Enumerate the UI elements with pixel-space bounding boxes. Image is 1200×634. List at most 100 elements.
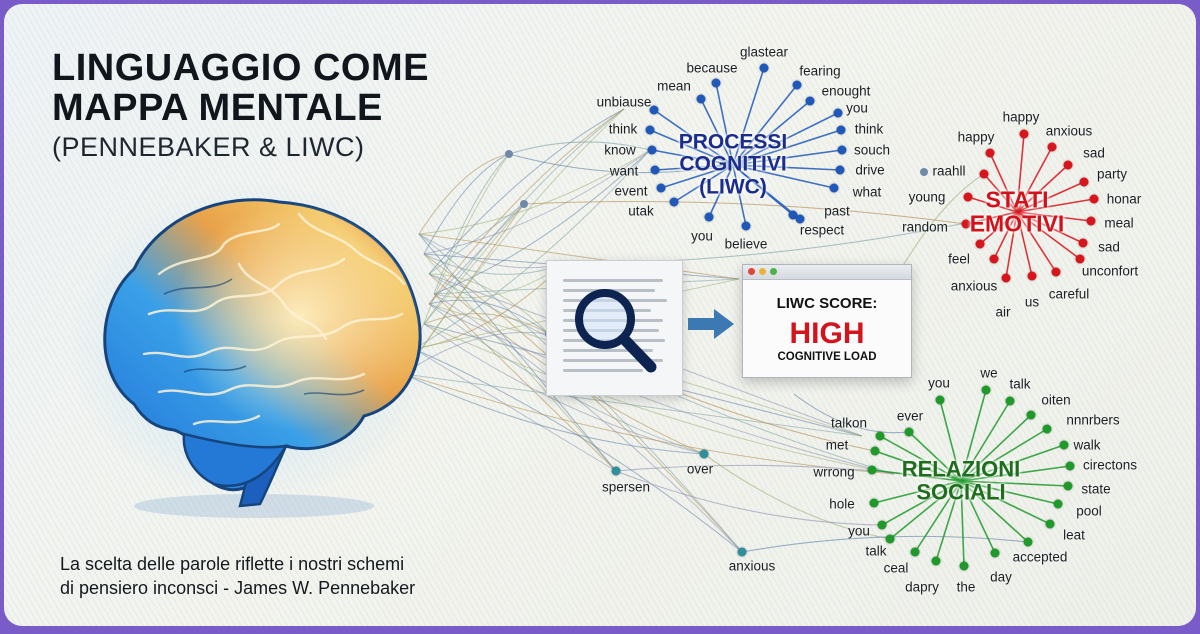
social-word-dot xyxy=(870,446,880,456)
connection-line xyxy=(1016,181,1085,213)
connection-line xyxy=(418,153,510,235)
social-word-dot xyxy=(990,548,1000,558)
connection-line xyxy=(793,393,910,434)
emotional-word-dot xyxy=(1063,160,1073,170)
relay-word-label: anxious xyxy=(728,558,776,574)
quote-caption: La scelta delle parole riflette i nostri… xyxy=(60,552,415,600)
connection-line xyxy=(889,480,962,540)
page-subtitle: (PENNEBAKER & LIWC) xyxy=(52,132,365,162)
connection-line xyxy=(960,400,1011,482)
connection-line xyxy=(1016,211,1033,277)
social-word-dot xyxy=(959,561,969,571)
cognitive-word-label: past xyxy=(824,203,850,219)
social-word-label: ever xyxy=(896,408,924,424)
cognitive-word-label: drive xyxy=(855,162,885,178)
emotional-word-dot xyxy=(1086,216,1096,226)
liwc-score-window: LIWC SCORE: HIGH COGNITIVE LOAD xyxy=(742,264,912,378)
connection-line xyxy=(881,480,962,526)
hub-label-emotional: STATI EMOTIVI xyxy=(969,187,1065,237)
connection-line xyxy=(732,129,842,166)
social-word-label: talkon xyxy=(830,415,868,431)
emotional-word-dot xyxy=(1078,238,1088,248)
cognitive-word-label: souch xyxy=(853,142,891,158)
social-word-label: we xyxy=(980,365,998,381)
social-word-dot xyxy=(1063,481,1073,491)
hub-label-social: RELAZIONI SOCIALI xyxy=(902,457,1021,504)
cognitive-word-label: enought xyxy=(821,83,871,99)
emotional-word-dot xyxy=(963,192,973,202)
document-text-line xyxy=(563,359,663,362)
cognitive-word-dot xyxy=(669,197,679,207)
cognitive-word-label: unbiause xyxy=(596,94,652,110)
social-word-label: the xyxy=(956,579,976,595)
relay-word-label: over xyxy=(686,461,714,477)
cognitive-word-dot xyxy=(795,214,805,224)
connection-line xyxy=(418,233,617,472)
cognitive-word-dot xyxy=(647,145,657,155)
relay-word-dot xyxy=(737,547,747,557)
infographic-canvas: LINGUAGGIO COME MAPPA MENTALE (PENNEBAKE… xyxy=(4,4,1196,626)
score-value: HIGH xyxy=(789,317,865,350)
cognitive-word-dot xyxy=(833,108,843,118)
social-word-label: nnnrbers xyxy=(1066,412,1120,428)
social-word-dot xyxy=(935,395,945,405)
window-close-dot xyxy=(748,268,755,275)
emotional-word-dot xyxy=(961,219,971,229)
document-card xyxy=(546,260,683,396)
connection-line xyxy=(428,299,550,335)
connection-line xyxy=(418,149,651,235)
connection-line xyxy=(428,203,525,305)
window-minimize-dot xyxy=(759,268,766,275)
score-caption: COGNITIVE LOAD xyxy=(777,351,877,363)
connection-line xyxy=(914,480,962,553)
emotional-word-dot xyxy=(1019,129,1029,139)
emotional-word-label: us xyxy=(1024,294,1040,310)
social-word-dot xyxy=(931,556,941,566)
cognitive-word-dot xyxy=(696,94,706,104)
connection-line xyxy=(960,480,1029,543)
emotional-word-dot xyxy=(1051,267,1061,277)
cognitive-word-dot xyxy=(649,105,659,115)
connection-line xyxy=(428,303,895,475)
connection-line xyxy=(960,444,1065,482)
cognitive-word-label: think xyxy=(854,121,884,137)
connection-line xyxy=(989,152,1018,213)
cognitive-word-dot xyxy=(656,183,666,193)
emotional-word-label: happy xyxy=(957,129,995,145)
social-word-label: cirectons xyxy=(1082,457,1138,473)
cognitive-word-dot xyxy=(829,183,839,193)
social-word-label: talk xyxy=(865,543,887,559)
social-word-dot xyxy=(885,534,895,544)
connection-line xyxy=(960,480,965,567)
connection-line xyxy=(1016,211,1084,244)
social-word-label: leat xyxy=(1063,527,1085,543)
cognitive-word-dot xyxy=(711,78,721,88)
quote-line: di pensiero inconsci - James W. Pennebak… xyxy=(60,578,416,598)
window-maximize-dot xyxy=(770,268,777,275)
magnifier-icon xyxy=(575,289,657,373)
network-node xyxy=(505,150,513,158)
emotional-word-label: anxious xyxy=(1045,123,1093,139)
connection-line xyxy=(423,323,895,475)
connection-line xyxy=(873,480,962,504)
connection-line xyxy=(715,82,734,166)
connection-line xyxy=(413,348,617,472)
quote-line: La scelta delle parole riflette i nostri… xyxy=(60,554,405,574)
connection-line xyxy=(1016,211,1092,222)
connection-line xyxy=(418,233,740,280)
emotional-word-label: anxious xyxy=(950,278,998,294)
cognitive-word-dot xyxy=(759,63,769,73)
hub-line: EMOTIVI xyxy=(969,211,1065,237)
cognitive-word-label: utak xyxy=(628,203,654,219)
connection-line xyxy=(433,293,617,472)
connection-line xyxy=(428,108,625,305)
connection-line xyxy=(1016,164,1069,213)
connection-line xyxy=(508,153,734,174)
connection-line xyxy=(939,399,962,482)
cognitive-word-label: know xyxy=(604,142,636,158)
social-word-dot xyxy=(1045,519,1055,529)
social-word-dot xyxy=(1005,396,1015,406)
connection-line xyxy=(403,373,705,455)
social-word-dot xyxy=(904,427,914,437)
cognitive-word-dot xyxy=(650,165,660,175)
